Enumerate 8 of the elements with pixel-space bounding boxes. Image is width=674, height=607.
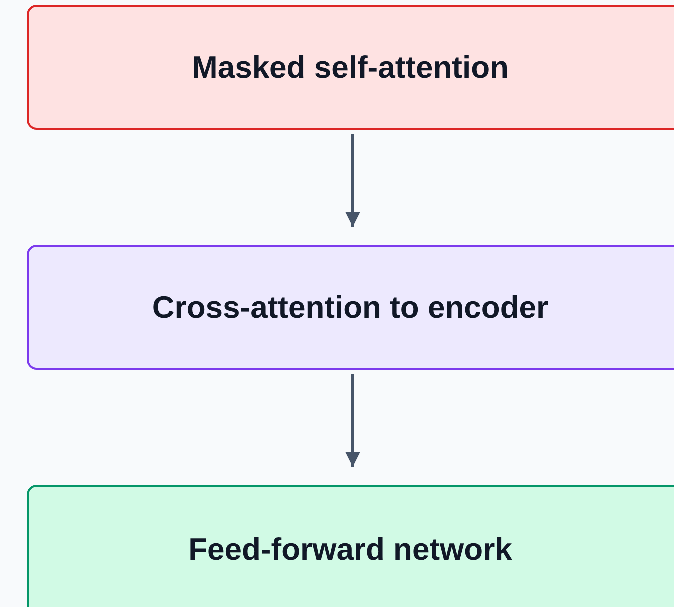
process-box: [27, 485, 674, 607]
arrow: [346, 134, 360, 227]
box-label: Masked self-attention: [192, 50, 509, 84]
arrow: [346, 374, 360, 467]
box-label: Cross-attention to encoder: [152, 290, 549, 324]
box-label: Feed-forward network: [188, 532, 512, 567]
process-box: [27, 5, 674, 130]
process-box: [27, 245, 674, 370]
